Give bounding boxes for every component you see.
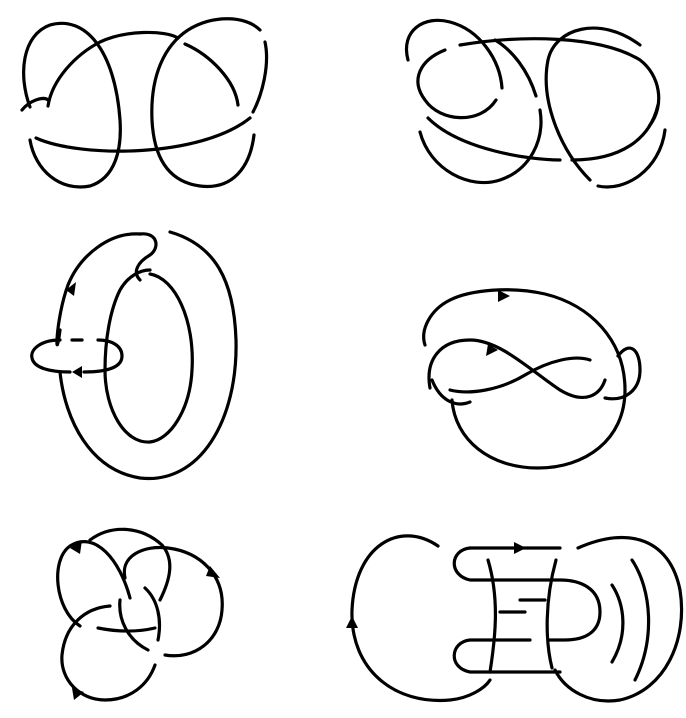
knot-diagram-middle-right [424, 290, 640, 468]
orientation-arrow-2 [72, 366, 82, 378]
knot-diagram-top-right [406, 20, 665, 187]
link-diagram-bottom-left [58, 529, 223, 700]
link-diagram-bottom-right [346, 536, 682, 701]
link-diagram-middle-left [32, 232, 236, 479]
orientation-arrow-2 [346, 616, 358, 628]
orientation-arrow-1 [514, 542, 526, 554]
knot-diagram-top-left [22, 19, 267, 187]
orientation-arrow-1 [498, 290, 510, 302]
